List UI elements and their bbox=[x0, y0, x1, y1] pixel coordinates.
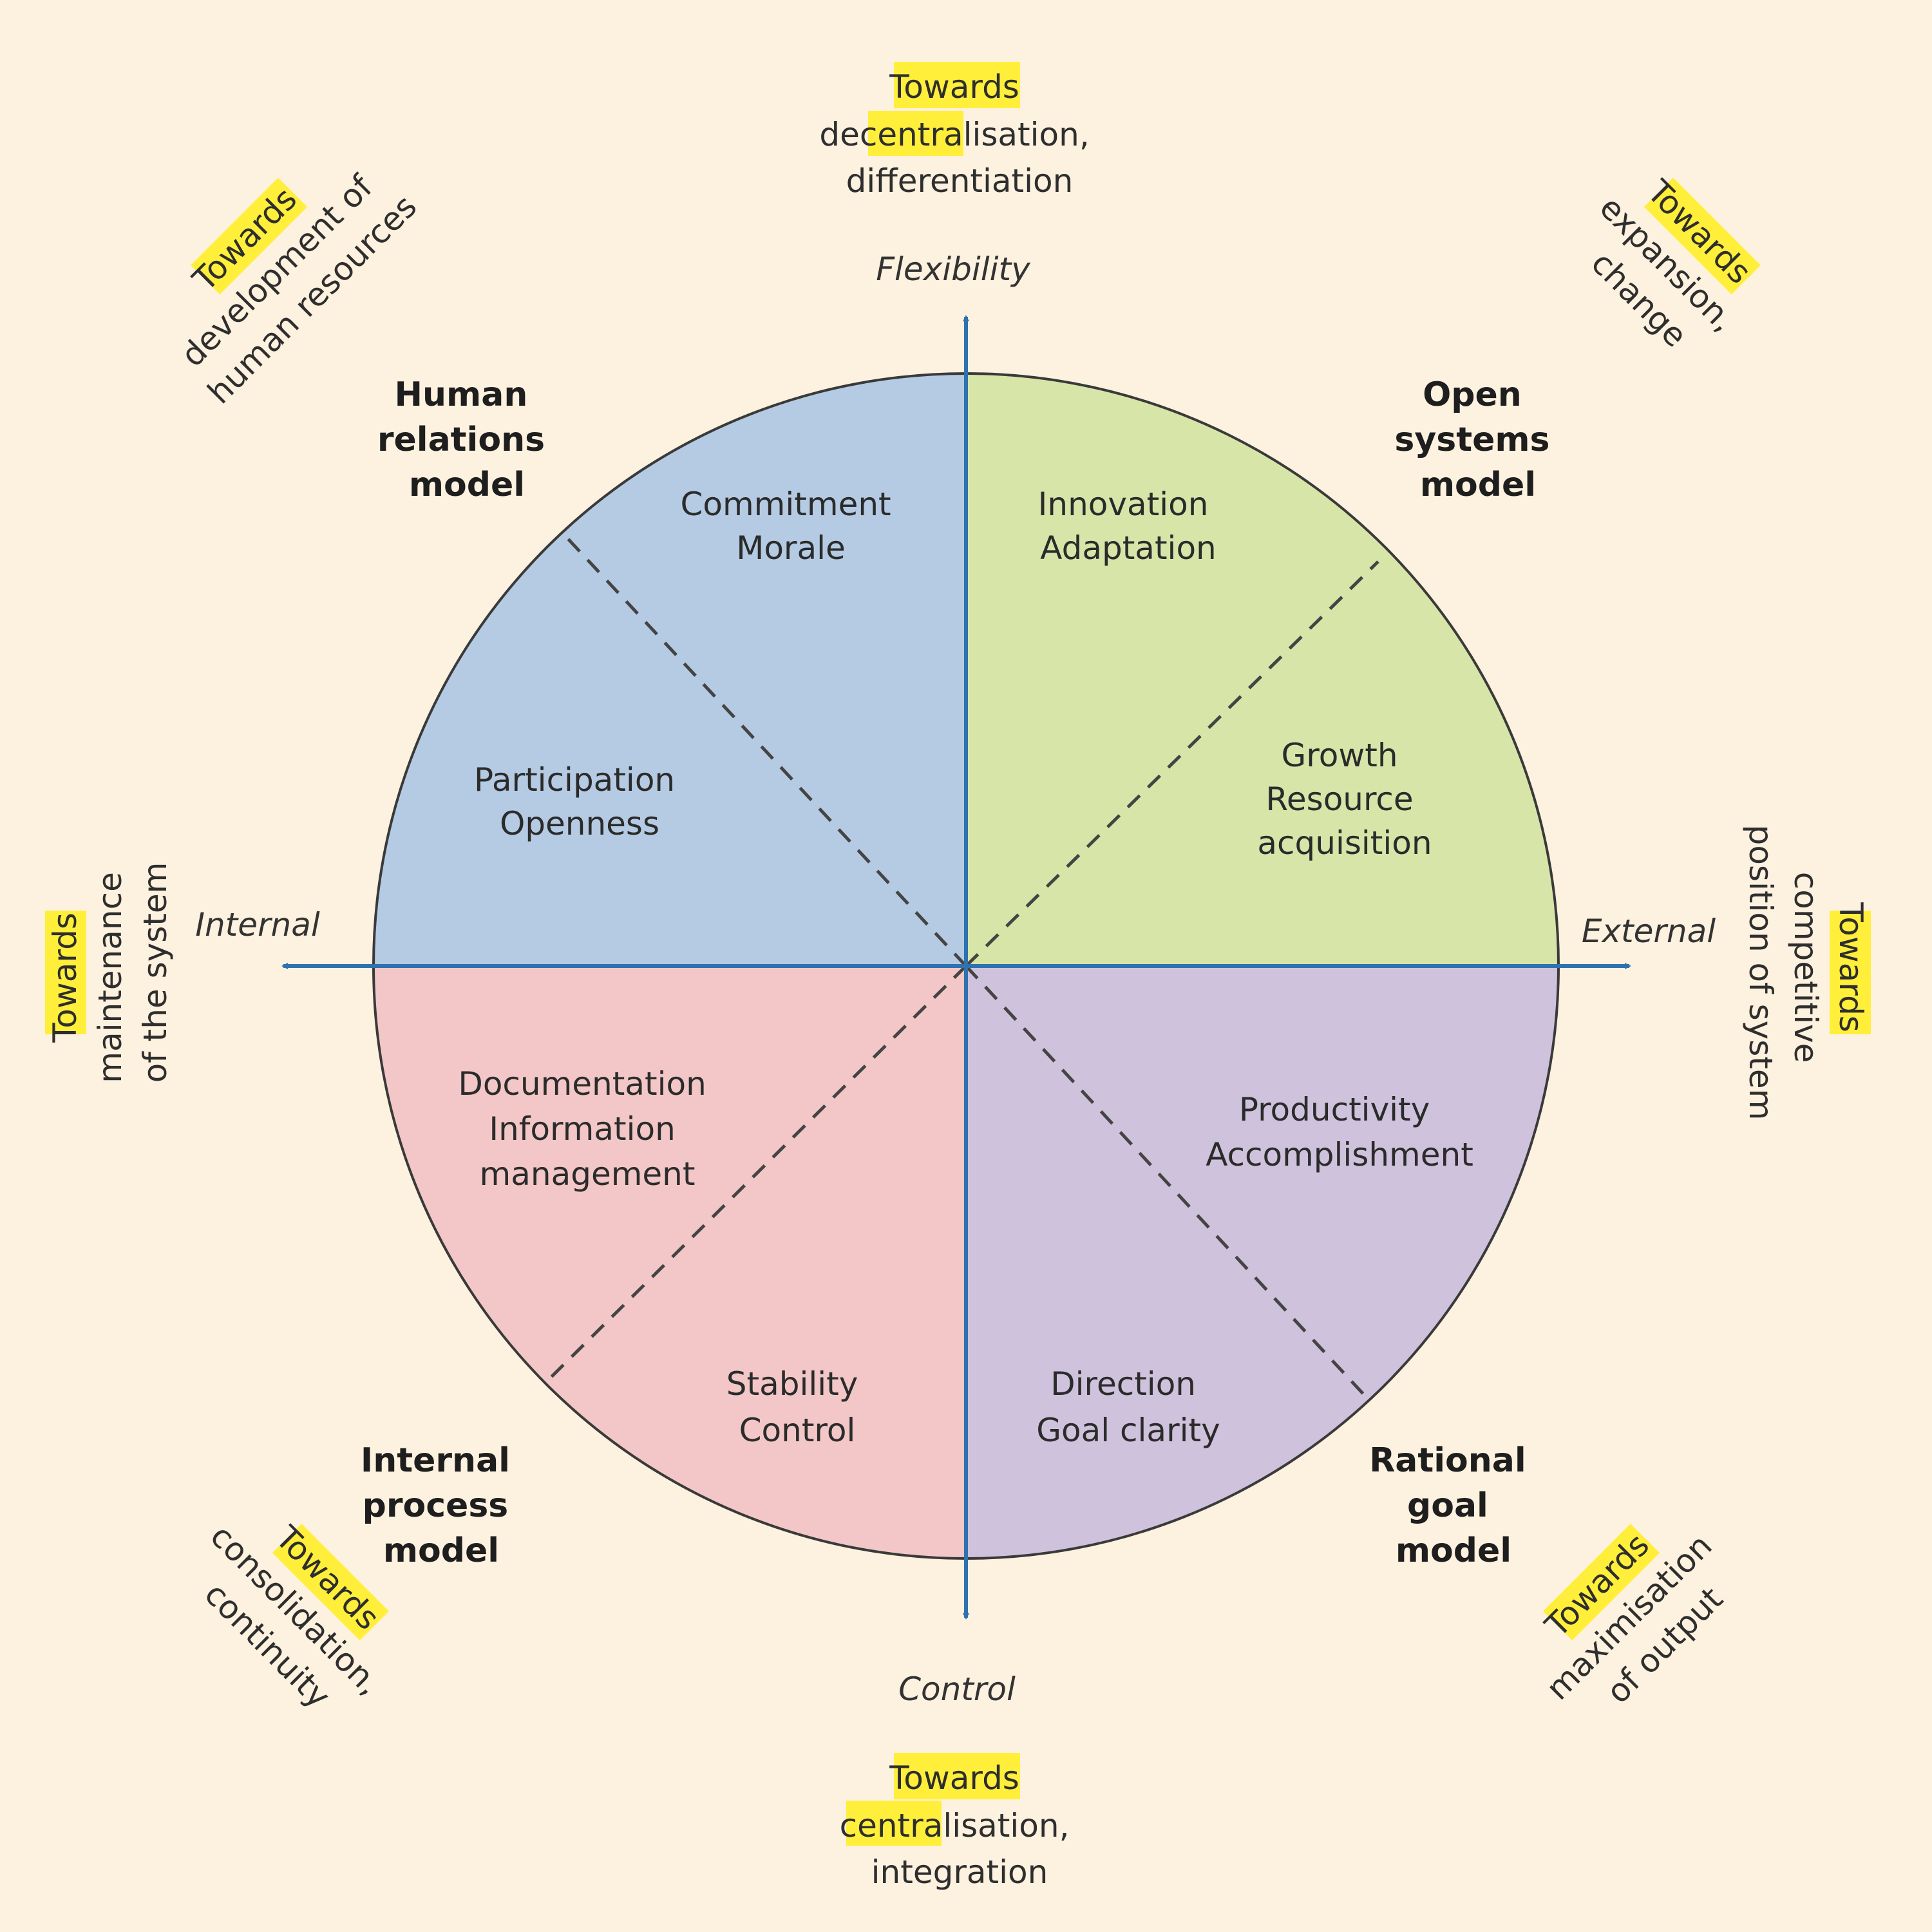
towards-bottom: Towards centralisation, integration bbox=[840, 1753, 1080, 1891]
divider-top-right bbox=[965, 560, 1379, 967]
svg-text:Towards centralisation,: Towards centralisation, integration bbox=[840, 1759, 1080, 1891]
highlight-towards bbox=[894, 62, 1020, 108]
model-label-internal-process: Internal process model bbox=[361, 1441, 522, 1570]
segment-stability-control: Stability Control bbox=[726, 1365, 869, 1449]
towards-top: Towards decentralisation, differentiatio… bbox=[819, 62, 1099, 200]
highlight-centr bbox=[868, 111, 963, 156]
segment-participation-openness: Participation Openness bbox=[474, 761, 685, 842]
model-label-open-systems: Open systems model bbox=[1394, 375, 1561, 504]
dashed-dividers bbox=[542, 531, 1379, 1399]
axes bbox=[281, 315, 1631, 1620]
svg-text:Towards maintenance: Towards maintenance of the system bbox=[46, 862, 174, 1083]
highlight-towards bbox=[191, 178, 308, 295]
segment-direction: Direction Goal clarity bbox=[1036, 1365, 1220, 1449]
segment-commitment-morale: Commitment Morale bbox=[680, 486, 901, 567]
towards-right: Towards competitive position of system bbox=[1742, 825, 1871, 1121]
divider-top-left bbox=[560, 531, 967, 967]
highlight-centr bbox=[846, 1801, 942, 1846]
quadrant-human-relations bbox=[374, 374, 966, 966]
segment-growth-resource: Growth Resource acquisition bbox=[1257, 737, 1432, 862]
axis-label-external: External bbox=[1582, 913, 1716, 950]
svg-text:Towards decentralisation: Towards decentralisation, differentiatio… bbox=[819, 68, 1099, 200]
highlight-towards bbox=[1643, 178, 1761, 295]
axis-label-flexibility: Flexibility bbox=[876, 251, 1031, 288]
highlight-towards bbox=[45, 911, 86, 1034]
model-label-rational-goal: Rational goal model bbox=[1369, 1441, 1538, 1570]
svg-text:Towards maximisation: Towards maximisation of output bbox=[1507, 1488, 1758, 1739]
highlight-towards bbox=[1543, 1524, 1660, 1641]
towards-bottom-right: Towards maximisation of output bbox=[1507, 1488, 1758, 1739]
segment-documentation: Documentation Information management bbox=[458, 1065, 716, 1193]
segment-innovation-adaptation: Innovation Adaptation bbox=[1038, 486, 1219, 567]
highlight-towards bbox=[894, 1753, 1020, 1799]
towards-top-right: Towards expansion, change bbox=[1560, 157, 1781, 378]
axis-label-internal: Internal bbox=[195, 906, 320, 943]
svg-text:Towards development of: Towards development of human resources bbox=[137, 124, 424, 411]
towards-left: Towards maintenance of the system bbox=[45, 862, 174, 1083]
svg-text:Towards competitive: Towards competitive position of system bbox=[1742, 825, 1870, 1121]
model-label-human-relations: Human relations model bbox=[377, 375, 556, 504]
highlight-towards bbox=[272, 1524, 389, 1641]
segment-productivity: Productivity Accomplishment bbox=[1206, 1091, 1473, 1173]
axis-label-control: Control bbox=[898, 1671, 1016, 1708]
quadrant-rational-goal bbox=[966, 966, 1558, 1558]
highlight-towards bbox=[1830, 911, 1871, 1034]
quadrant-open-systems bbox=[966, 374, 1558, 966]
svg-text:Towards expansion,: Towards expansion, change bbox=[1560, 157, 1781, 378]
divider-bottom-right bbox=[965, 965, 1368, 1399]
divider-bottom-left bbox=[542, 965, 967, 1386]
towards-top-left: Towards development of human resources bbox=[137, 124, 424, 411]
